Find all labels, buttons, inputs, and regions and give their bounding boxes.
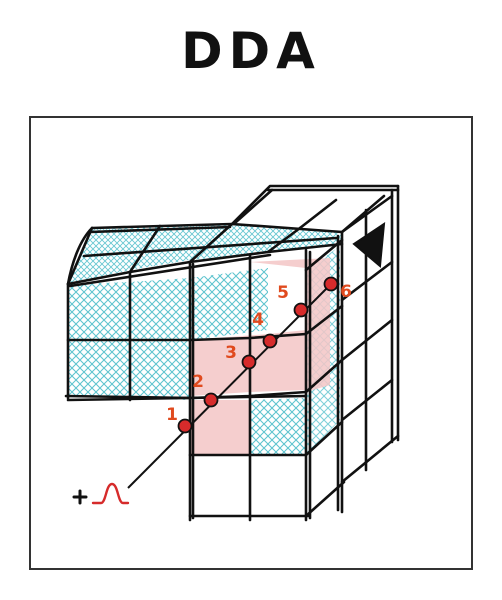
traversed-cell-lower <box>190 400 250 455</box>
step-point-2 <box>203 392 219 408</box>
plus-pulse-icon <box>72 482 130 505</box>
step-label-3: 3 <box>225 343 237 363</box>
step-point-1 <box>177 418 193 434</box>
hatched-region <box>68 224 342 455</box>
step-label-6: 6 <box>340 282 352 302</box>
step-point-5 <box>293 302 309 318</box>
arrowhead-icon <box>352 222 386 268</box>
outer-frame <box>29 116 473 570</box>
step-point-4 <box>262 333 278 349</box>
step-point-3 <box>241 354 257 370</box>
step-label-4: 4 <box>252 310 264 330</box>
step-point-6 <box>323 276 339 292</box>
intersection-points: 12 345 6 <box>166 276 352 434</box>
step-label-5: 5 <box>277 283 289 303</box>
step-label-1: 1 <box>166 405 178 425</box>
page-title: DDA <box>181 22 321 80</box>
step-label-2: 2 <box>192 372 204 392</box>
